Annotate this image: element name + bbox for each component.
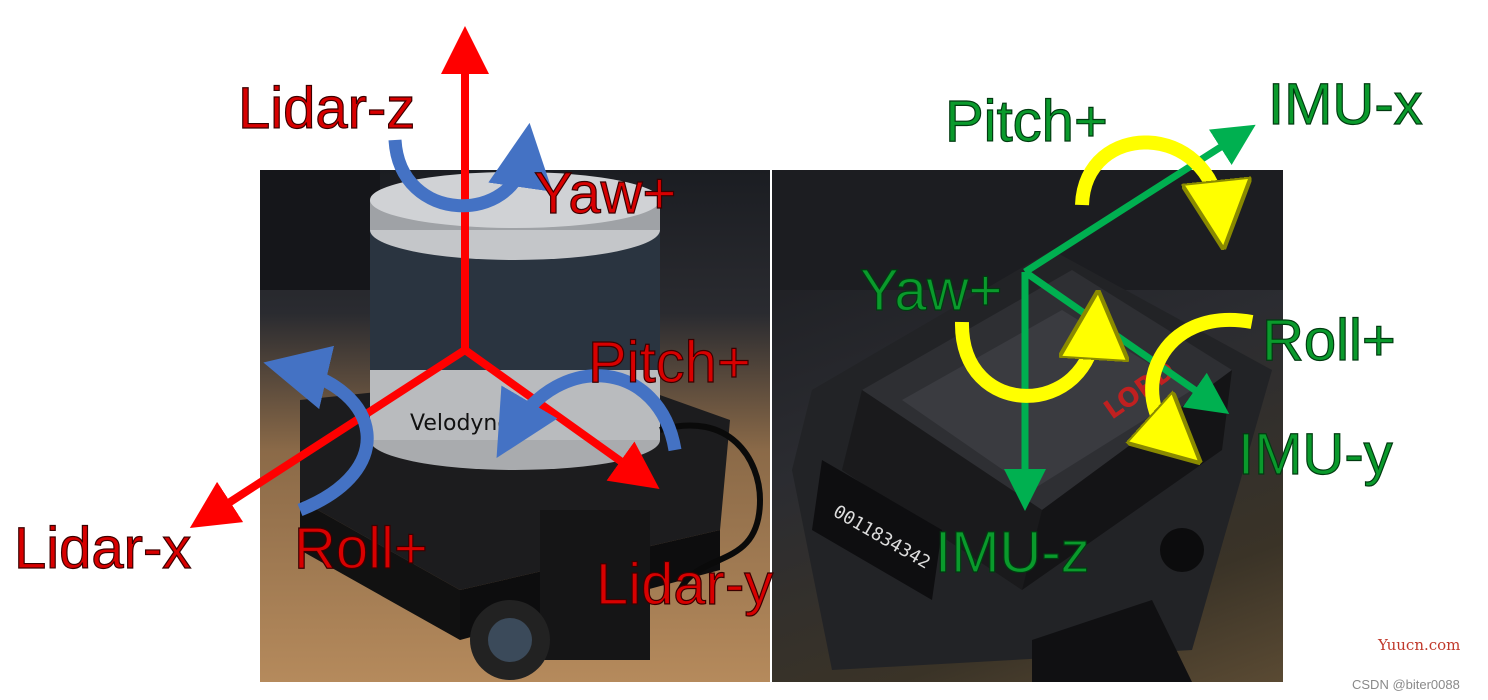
imu-yaw-label: Yaw+ bbox=[859, 258, 1003, 323]
lidar-pitch-rotation-arrow bbox=[496, 369, 682, 459]
lidar-x-axis-arrow bbox=[189, 346, 468, 529]
lidar-device-illustration: Velodyne bbox=[260, 170, 764, 680]
lidar-photo: Velodyne bbox=[260, 170, 770, 682]
velodyne-logo-text: Velodyne bbox=[410, 411, 511, 436]
lidar-roll-label: Roll+ bbox=[293, 516, 428, 581]
imu-roll-label: Roll+ bbox=[1261, 308, 1396, 373]
imu-y-label: IMU-y bbox=[1237, 422, 1393, 487]
imu-pitch-label: Pitch+ bbox=[944, 89, 1108, 154]
lidar-y-label: Lidar-y bbox=[595, 552, 774, 617]
imu-yaw-rotation-arrow bbox=[954, 322, 1096, 403]
lidar-yaw-rotation-arrow bbox=[388, 122, 553, 213]
imu-z-label: IMU-z bbox=[934, 520, 1090, 585]
lidar-x-label: Lidar-x bbox=[13, 516, 192, 581]
lidar-z-label: Lidar-z bbox=[237, 76, 416, 141]
imu-pitch-rotation-arrow bbox=[1075, 135, 1220, 215]
csdn-credit: CSDN @biter0088 bbox=[1352, 677, 1460, 692]
imu-roll-rotation-arrow bbox=[1152, 313, 1254, 440]
imu-x-label: IMU-x bbox=[1267, 72, 1423, 137]
lidar-roll-rotation-arrow bbox=[263, 345, 374, 517]
lidar-pitch-label: Pitch+ bbox=[587, 330, 751, 395]
lidar-yaw-label: Yaw+ bbox=[533, 161, 677, 226]
yuucn-watermark: Yuucn.com bbox=[1378, 636, 1461, 654]
imu-x-axis-arrow bbox=[1023, 124, 1256, 275]
